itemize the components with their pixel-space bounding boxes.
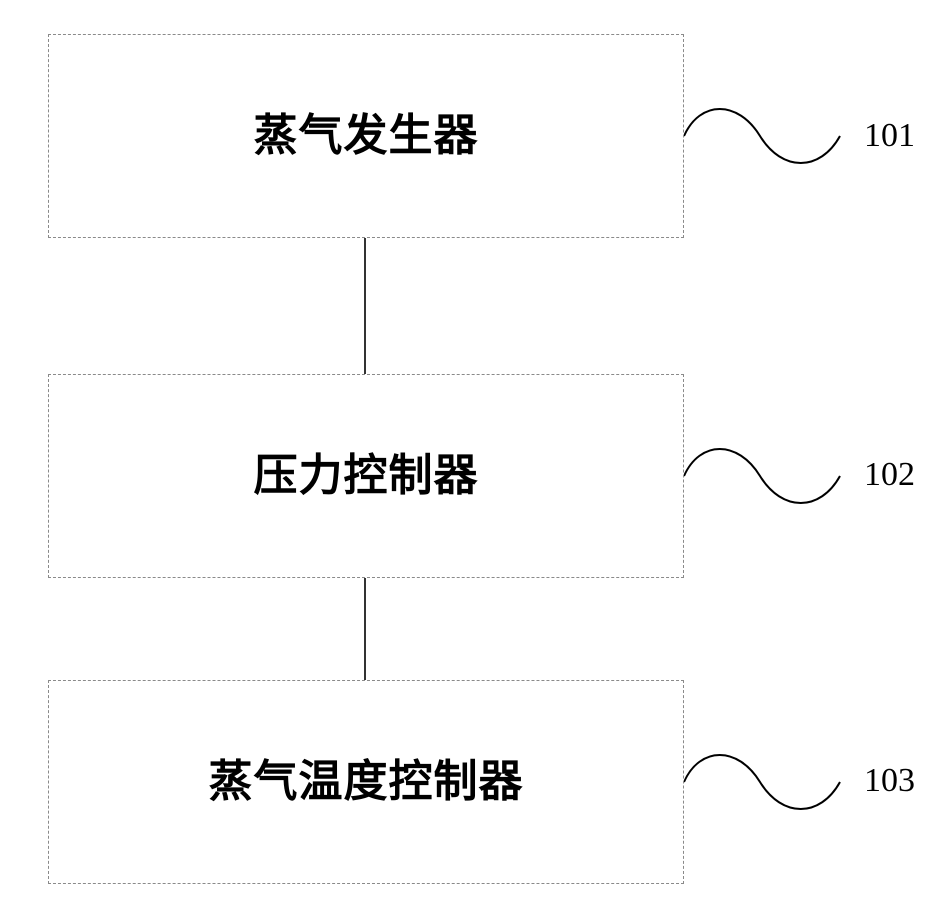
steam-generator-block: 蒸气发生器 xyxy=(48,34,684,238)
block-label: 压力控制器 xyxy=(254,454,479,498)
leader-line-103 xyxy=(684,755,840,809)
block-label: 蒸气温度控制器 xyxy=(209,760,524,804)
block-label: 蒸气发生器 xyxy=(254,114,479,158)
leader-line-101 xyxy=(684,109,840,163)
reference-numeral-103: 103 xyxy=(864,764,915,798)
pressure-controller-block: 压力控制器 xyxy=(48,374,684,578)
leader-line-102 xyxy=(684,449,840,503)
steam-temperature-controller-block: 蒸气温度控制器 xyxy=(48,680,684,884)
reference-numeral-101: 101 xyxy=(864,119,915,153)
reference-numeral-102: 102 xyxy=(864,458,915,492)
